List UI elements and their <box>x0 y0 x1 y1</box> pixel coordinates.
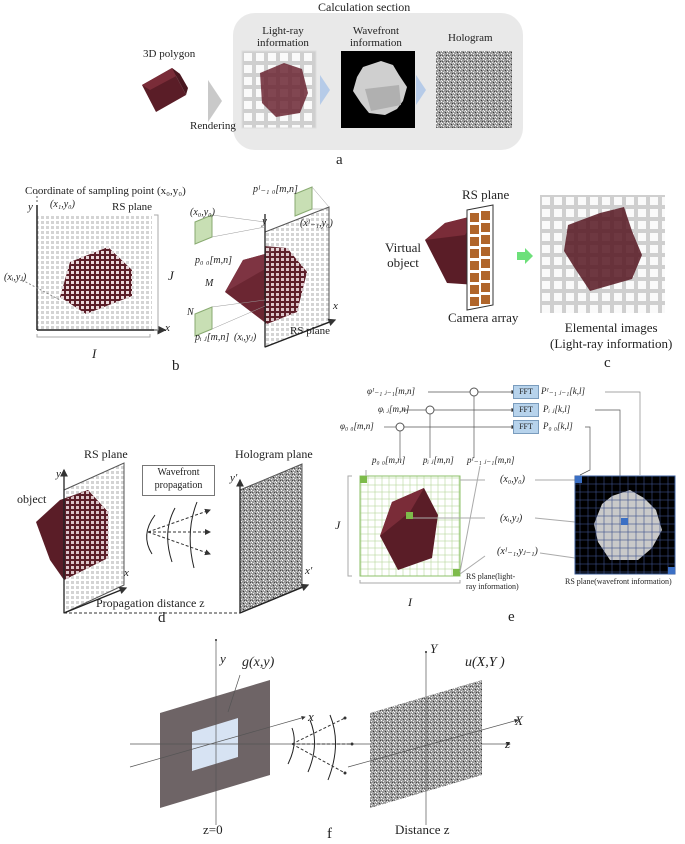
c-elemental-images <box>540 195 665 313</box>
calc-section-title: Calculation section <box>318 0 411 14</box>
lightray-image <box>241 50 317 129</box>
b-xiyj: (xᵢ,yⱼ) <box>4 272 27 283</box>
c-camera-diagram <box>425 204 494 311</box>
d-x-axis: x <box>124 567 129 579</box>
e-phi-row-1: φᵢ ⱼ[m,n] <box>378 404 410 414</box>
e-fft-box-2: FFT <box>513 420 539 434</box>
f-z0-label: z=0 <box>203 822 223 837</box>
d-diagram <box>36 462 310 614</box>
b-right-diagram <box>194 186 337 348</box>
d-distance: Propagation distance z <box>96 596 205 610</box>
e-P-row-0: Pᴵ₋₁ ⱼ₋₁[k,l] <box>541 386 585 396</box>
f-distance-label: Distance z <box>395 822 450 837</box>
e-rs-light-label: RS plane(light-ray information) <box>466 572 519 591</box>
e-p-label-0: p₀ ₀[m,n] <box>372 455 406 465</box>
b-p00: p₀ ₀[m,n] <box>195 255 232 266</box>
e-phi-row-2: φ₀ ₀[m,n] <box>340 421 374 431</box>
f-u-label: u(X,Y ) <box>465 655 505 670</box>
e-coord-2: (xᴵ₋₁,yⱼ₋₁) <box>497 546 538 557</box>
b-p-I1-0: pᴵ₋₁ ₀[m,n] <box>253 184 298 195</box>
panel-letter-f: f <box>327 826 332 842</box>
b-right-rs-plane: RS plane <box>290 325 331 337</box>
d-y-axis: y <box>56 468 61 480</box>
e-rs-wave-label: RS plane(wavefront information) <box>565 577 672 586</box>
b-xI1y0: (xᴵ₋₁,y₀) <box>300 218 333 229</box>
panel-letter-d: d <box>158 610 166 626</box>
e-flow-diagram <box>347 387 676 584</box>
b-left-diagram <box>21 190 167 338</box>
step-arrow-1-icon <box>320 75 330 105</box>
panel-letter-b: b <box>172 358 180 374</box>
d-rs-plane: RS plane <box>84 447 128 461</box>
panel-letter-a: a <box>336 152 343 168</box>
e-J-label: J <box>335 518 341 532</box>
e-phi-row-0: φᴵ₋₁ ⱼ₋₁[m,n] <box>367 386 415 396</box>
b-J-label: J <box>168 268 174 283</box>
b-right-y-axis: y <box>262 215 267 227</box>
b-x-axis: x <box>165 322 170 334</box>
d-hologram-plane: Hologram plane <box>235 447 313 461</box>
e-fft-box-0: FFT <box>513 385 539 399</box>
wavefront-image <box>341 51 415 128</box>
b-pij: pᵢ ⱼ[m,n] <box>195 332 230 343</box>
hologram-image <box>436 51 512 128</box>
b-rs-plane: RS plane <box>112 201 153 213</box>
step-arrow-2-icon <box>416 75 426 105</box>
e-fft-box-1: FFT <box>513 403 539 417</box>
b-x0y0: (x₀,y₀) <box>190 207 215 218</box>
panel-letter-e: e <box>508 609 515 625</box>
f-Y-label: Y <box>430 641 438 656</box>
cube-icon <box>142 68 188 112</box>
f-g-label: g(x,y) <box>242 655 275 670</box>
e-coord-0: (x₀,y₀) <box>500 474 525 485</box>
c-camera-array: Camera array <box>448 310 519 325</box>
b-M: M <box>205 278 214 289</box>
b-right-xiyj: (xᵢ,yⱼ) <box>234 332 257 343</box>
c-green-arrow-icon <box>517 248 533 264</box>
b-y-axis: y <box>28 201 33 213</box>
d-x-prime: x′ <box>305 565 313 577</box>
f-x-label: x <box>308 709 314 724</box>
d-object: object <box>17 492 47 506</box>
panel-letter-c: c <box>604 355 611 371</box>
b-I-label: I <box>92 346 97 361</box>
rendering-label: Rendering <box>190 120 236 132</box>
b-right-x-axis: x <box>333 300 338 312</box>
step-hologram-label: Hologram <box>448 32 493 44</box>
render-arrow-icon <box>208 80 222 122</box>
e-p-label-1: pᵢ ⱼ[m,n] <box>423 455 454 465</box>
d-y-prime: y′ <box>230 472 238 484</box>
c-elemental-label: Elemental images(Light-ray information) <box>550 320 673 351</box>
f-y-label: y <box>220 651 226 666</box>
f-X-label: X <box>515 713 523 728</box>
b-N: N <box>187 307 194 318</box>
b-x1y0: (x₁,y₀) <box>50 199 75 210</box>
e-I-label: I <box>408 595 412 609</box>
e-coord-1: (xᵢ,yⱼ) <box>500 513 523 524</box>
f-diagram <box>129 638 519 825</box>
polygon-label: 3D polygon <box>143 48 196 60</box>
f-z-label: z <box>505 736 511 751</box>
e-p-label-2: pᴵ₋₁ ⱼ₋₁[m,n] <box>467 455 515 465</box>
b-title: Coordinate of sampling point (x₀,y₀) <box>25 185 186 197</box>
e-P-row-1: Pᵢ ⱼ[k,l] <box>543 404 571 414</box>
e-P-row-2: P₀ ₀[k,l] <box>543 421 573 431</box>
c-rs-plane: RS plane <box>462 187 510 202</box>
